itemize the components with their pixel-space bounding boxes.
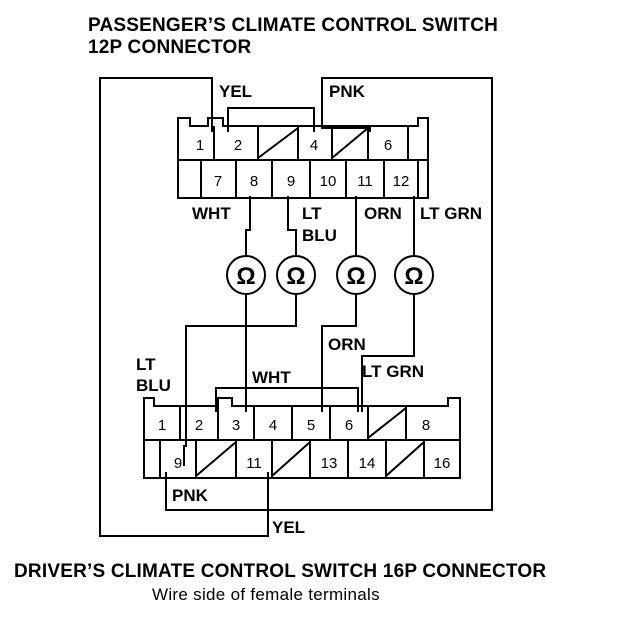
label-ltblu-bot-2: BLU xyxy=(136,376,171,395)
wire-ltblu-2 xyxy=(183,294,297,466)
pin-12p-8: 8 xyxy=(250,173,258,190)
label-orn-mid: ORN xyxy=(328,335,366,354)
label-wht-top: WHT xyxy=(192,204,231,223)
wire-wht xyxy=(245,196,251,256)
wire-yel xyxy=(99,77,269,537)
driver-connector-title: DRIVER’S CLIMATE CONTROL SWITCH 16P CONN… xyxy=(14,561,547,582)
pin-16p-4: 4 xyxy=(269,417,277,434)
ohm-symbol: Ω xyxy=(286,263,305,290)
pin-16p-9: 9 xyxy=(174,455,182,472)
pin-16p-6: 6 xyxy=(345,417,353,434)
label-yel-bot: YEL xyxy=(272,518,305,537)
ohmmeter-1 xyxy=(226,255,266,295)
connector-16p xyxy=(143,397,461,479)
pin-16p-1: 1 xyxy=(158,417,166,434)
wire-orn-2 xyxy=(321,294,357,412)
ohmmeter-4 xyxy=(394,255,434,295)
pin-16p-14: 14 xyxy=(359,455,376,472)
wire-ltgrn-2 xyxy=(361,294,415,412)
pin-12p-1: 1 xyxy=(196,137,204,154)
pin-16p-3: 3 xyxy=(232,417,240,434)
pin-12p-7: 7 xyxy=(214,173,222,190)
label-wht-bot: WHT xyxy=(252,368,291,387)
pin-12p-2: 2 xyxy=(234,137,242,154)
label-ltblu-bot-1: LT xyxy=(136,355,156,374)
label-orn-top: ORN xyxy=(364,204,402,223)
pin-16p-11: 11 xyxy=(246,455,262,472)
ohmmeter-2 xyxy=(276,255,316,295)
pin-16p-8: 8 xyxy=(422,417,430,434)
pin-12p-11: 11 xyxy=(357,173,373,190)
title-line-1: PASSENGER’S CLIMATE CONTROL SWITCH xyxy=(88,15,499,36)
pin-12p-12: 12 xyxy=(393,173,410,190)
connector-12p xyxy=(177,117,429,199)
pin-16p-16: 16 xyxy=(434,455,451,472)
pin-16p-2: 2 xyxy=(195,417,203,434)
ohm-symbol: Ω xyxy=(346,263,365,290)
label-ltgrn-top: LT GRN xyxy=(420,204,482,223)
pin-12p-6: 6 xyxy=(384,137,392,154)
passenger-connector-title: PASSENGER’S CLIMATE CONTROL SWITCH 12P C… xyxy=(88,15,498,59)
pin-16p-13: 13 xyxy=(321,455,338,472)
wire-ltblu xyxy=(287,196,297,256)
ohmmeter-3 xyxy=(336,255,376,295)
pin-16p-5: 5 xyxy=(307,417,315,434)
pin-12p-4: 4 xyxy=(310,137,318,154)
wire-side-caption: Wire side of female terminals xyxy=(152,585,380,604)
ohm-symbol: Ω xyxy=(404,263,423,290)
label-ltblu-top-1: LT xyxy=(302,204,322,223)
label-ltgrn-bot: LT GRN xyxy=(362,362,424,381)
pin-12p-9: 9 xyxy=(287,173,295,190)
label-ltblu-top-2: BLU xyxy=(302,226,337,245)
pin-12p-10: 10 xyxy=(320,173,337,190)
jumper-2-4 xyxy=(227,107,315,132)
title-line-2: 12P CONNECTOR xyxy=(88,37,252,58)
wire-pnk xyxy=(165,77,493,511)
label-pnk-bot: PNK xyxy=(172,486,209,505)
label-pnk-top: PNK xyxy=(329,82,366,101)
ohm-symbol: Ω xyxy=(236,263,255,290)
label-yel-top: YEL xyxy=(219,82,252,101)
jumper-3-6 xyxy=(215,387,359,412)
